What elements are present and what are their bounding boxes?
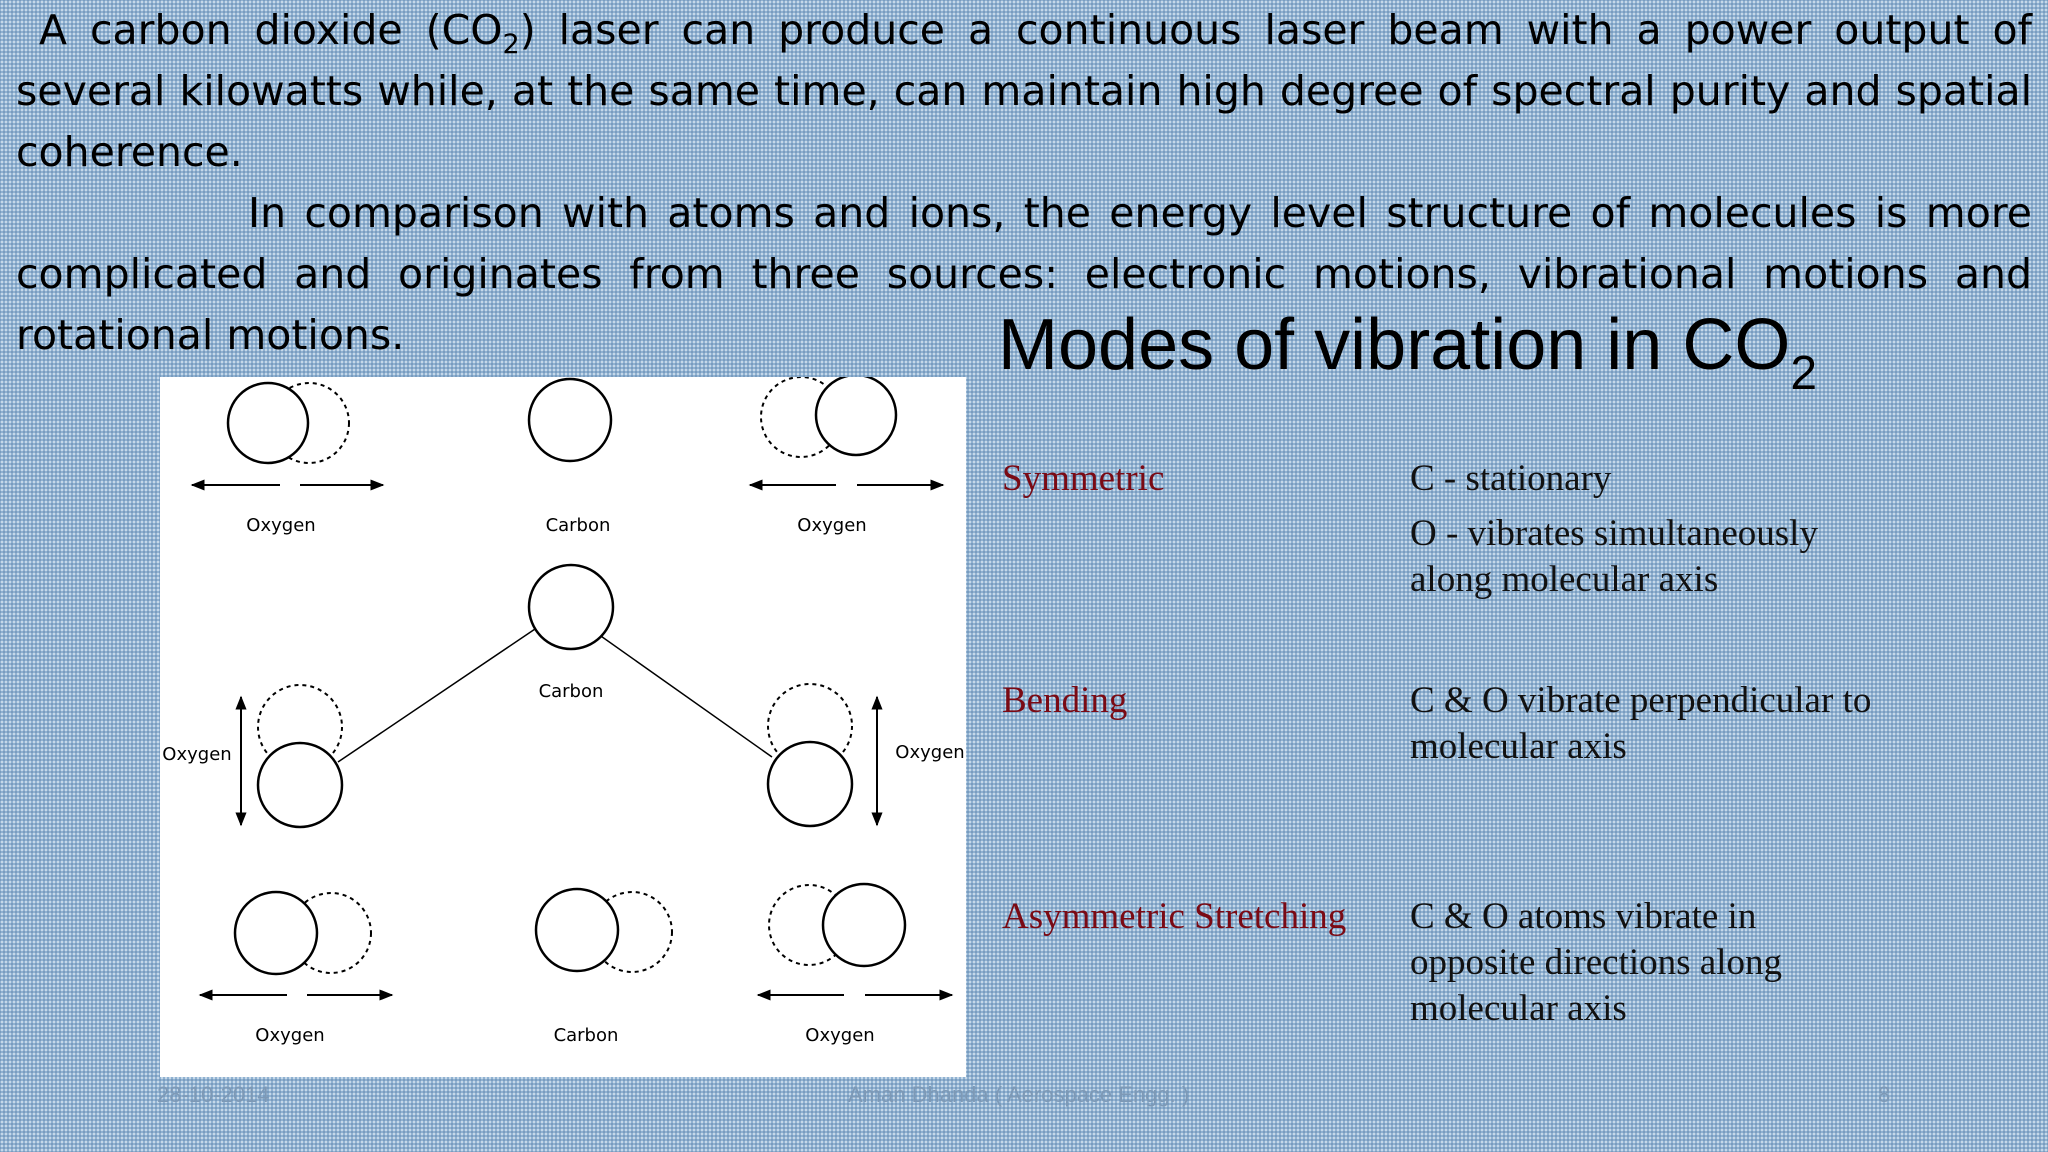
oxygen-label: Oxygen [805,1025,874,1046]
carbon-label: Carbon [539,681,604,702]
mode-name-symmetric: Symmetric [1002,458,1165,499]
mode-desc-symmetric: C - stationary O - vibrates simultaneous… [1410,456,1818,603]
oxygen-label: Oxygen [162,744,231,765]
bond-line [337,626,539,763]
oxygen-label: Oxygen [246,515,315,536]
oxygen-atom [256,741,344,829]
footer-author: Aman Dhanda ( Aerospace Engg. ) [848,1082,1190,1107]
mode-desc-bending: C & O vibrate perpendicular to molecular… [1410,678,1871,770]
oxygen-label: Oxygen [895,742,964,763]
oxygen-displaced-atom [268,382,350,464]
mode-desc-line: along molecular axis [1410,559,1719,600]
carbon-atom [527,563,615,651]
carbon-atom [527,377,613,463]
oxygen-atom [226,381,310,465]
mode-name-asymmetric-stretching: Asymmetric Stretching [1002,896,1347,937]
oxygen-label: Oxygen [255,1025,324,1046]
oxygen-atom [821,882,907,968]
intro-p1-end: ) laser can produce a continuous laser b… [16,6,2032,176]
carbon-label: Carbon [554,1025,619,1046]
oxygen-displaced-atom [290,892,372,974]
intro-paragraph-1: A carbon dioxide (CO2) laser can produce… [16,0,2032,183]
mode-name-bending: Bending [1002,680,1128,721]
intro-p2-text: In comparison with atoms and ions, the e… [16,189,2032,359]
mode-desc-line: opposite directions along [1410,942,1782,983]
oxygen-label: Oxygen [797,515,866,536]
slide-title: Modes of vibration in CO2 [998,300,1817,398]
intro-p1-start: A carbon dioxide (CO [38,6,503,54]
asymmetric-mode-figure: Oxygen Carbon Oxygen [198,882,954,1046]
oxygen-atom [766,740,854,828]
mode-desc-line: O - vibrates simultaneously [1410,513,1818,554]
mode-desc-line: C & O atoms vibrate in [1410,896,1757,937]
intro-paragraph-2: In comparison with atoms and ions, the e… [16,183,2032,366]
footer-page-number: 8 [1878,1082,1891,1107]
symmetric-mode-figure: Oxygen Carbon Oxygen [190,377,945,536]
mode-desc-line: C - stationary [1410,458,1612,499]
footer-date: 28-10-2014 [157,1082,270,1107]
slide-title-text: Modes of vibration in CO [998,305,1791,385]
oxygen-atom [814,377,898,457]
slide-title-subscript: 2 [1790,347,1818,400]
co2-subscript: 2 [502,29,520,60]
intro-text: A carbon dioxide (CO2) laser can produce… [16,0,2032,366]
mode-desc-asymmetric-stretching: C & O atoms vibrate in opposite directio… [1410,894,1782,1032]
carbon-atom [534,887,620,973]
mode-desc-line: C & O vibrate perpendicular to [1410,680,1872,721]
vibration-modes-diagram: Oxygen Carbon Oxygen Carbon Oxygen Oxyge… [160,377,966,1077]
bending-mode-figure: Carbon Oxygen Oxygen [162,563,965,829]
mode-desc-line: molecular axis [1410,726,1627,767]
carbon-displaced-atom [591,891,673,973]
oxygen-atom [233,890,319,976]
carbon-label: Carbon [546,515,611,536]
mode-desc-line: molecular axis [1410,988,1627,1029]
bond-line [597,633,773,758]
